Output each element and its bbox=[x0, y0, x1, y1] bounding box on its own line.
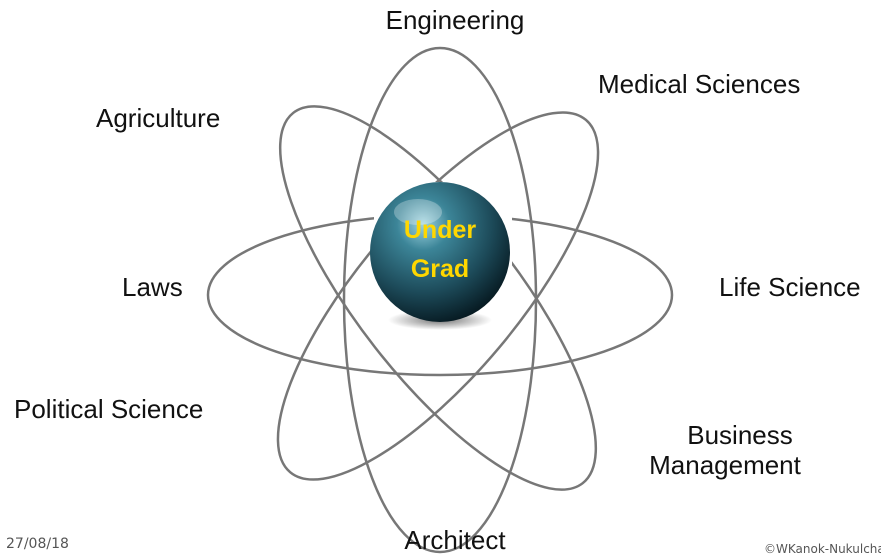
center-label-line1: Under bbox=[404, 216, 477, 244]
label-medical-sciences: Medical Sciences bbox=[598, 69, 801, 99]
center-label-line2: Grad bbox=[411, 255, 469, 283]
label-political-science: Political Science bbox=[14, 394, 204, 424]
label-agriculture: Agriculture bbox=[96, 103, 221, 133]
label-business-line2: Management bbox=[649, 449, 801, 480]
label-life-science: Life Science bbox=[719, 272, 861, 302]
label-business-line1: Business bbox=[687, 420, 793, 450]
label-engineering: Engineering bbox=[385, 5, 525, 35]
sphere-highlight bbox=[394, 199, 442, 225]
footer-date: 27/08/18 bbox=[6, 536, 69, 552]
sphere-ball bbox=[370, 182, 510, 322]
label-laws: Laws bbox=[122, 272, 183, 302]
label-business-management: Business Management bbox=[640, 420, 840, 481]
label-architect: Architect bbox=[404, 525, 506, 555]
footer-copyright: ©WKanok-Nukulcha bbox=[764, 542, 881, 556]
center-sphere: Under Grad bbox=[370, 182, 512, 330]
